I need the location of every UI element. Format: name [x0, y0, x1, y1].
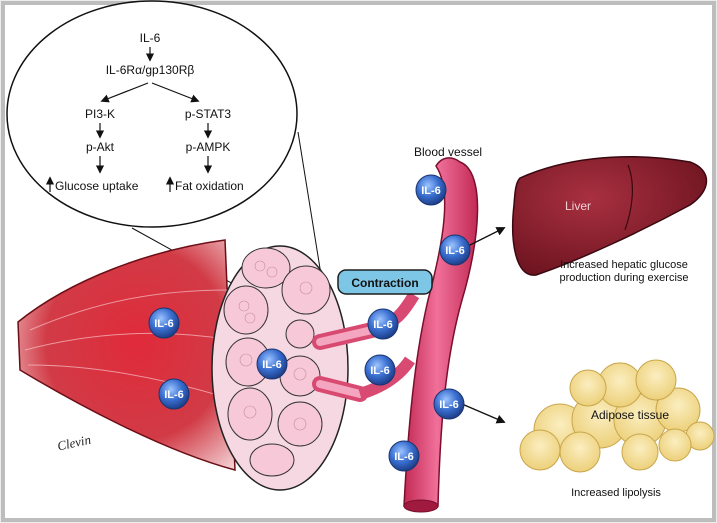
- muscle-striations: [24, 289, 235, 401]
- contraction-box: Contraction: [337, 269, 433, 295]
- vessel-end: [403, 499, 439, 513]
- il6-badge-label: IL-6: [373, 319, 393, 331]
- il6-badge-vessel-top: IL-6: [415, 174, 447, 206]
- fascicles: [223, 247, 331, 477]
- pathway-pi3k: PI3-K: [85, 107, 115, 121]
- arrow-to-liver: [467, 227, 506, 247]
- il6-badge-vessel-adipose: IL-6: [433, 388, 465, 420]
- arrow-receptor-pstat3: [151, 82, 200, 103]
- pathway-receptor: IL-6Rα/gp130Rβ: [106, 63, 195, 77]
- il6-badge-label: IL-6: [154, 318, 174, 330]
- il6-badge-label: IL-6: [394, 451, 414, 463]
- adipose-label: Adipose tissue: [591, 408, 669, 422]
- liver-label: Liver: [565, 199, 591, 213]
- il6-badge-tube-lower: IL-6: [364, 354, 396, 386]
- adipose-tissue: [519, 359, 715, 473]
- pathway-glucose-uptake: Glucose uptake: [55, 179, 139, 193]
- liver-caption-line1: Increased hepatic glucose: [560, 259, 688, 271]
- pathway-pstat3: p-STAT3: [185, 107, 232, 121]
- pathway-pampk: p-AMPK: [186, 140, 231, 154]
- il6-badge-muscle-lower: IL-6: [158, 378, 190, 410]
- il6-badge-vessel-bottom: IL-6: [388, 440, 420, 472]
- il6-badge-label: IL-6: [445, 245, 465, 257]
- liver-lobe-line: [624, 164, 633, 231]
- il6-badge-label: IL-6: [370, 365, 390, 377]
- il6-badge-label: IL-6: [262, 359, 282, 371]
- artist-signature: Clevin: [56, 432, 92, 454]
- pathway-fat-oxidation: Fat oxidation: [175, 179, 244, 193]
- il6-badge-label: IL-6: [439, 399, 459, 411]
- pathway-il6: IL-6: [140, 31, 161, 45]
- fascicle-fibers: [238, 260, 313, 431]
- il6-badge-label: IL-6: [421, 185, 441, 197]
- arrow-receptor-pi3k: [100, 82, 149, 103]
- contraction-label: Contraction: [351, 276, 418, 290]
- liver: [511, 156, 708, 276]
- il6-badge-muscle-upper: IL-6: [148, 307, 180, 339]
- pathway-pakt: p-Akt: [86, 140, 115, 154]
- blood-vessel-label: Blood vessel: [414, 145, 482, 159]
- arrow-to-adipose: [461, 403, 506, 424]
- il6-badge-label: IL-6: [164, 389, 184, 401]
- muscle-belly: [17, 239, 236, 471]
- adipose-caption: Increased lipolysis: [571, 487, 661, 499]
- il6-badge-vessel-liver: IL-6: [439, 234, 471, 266]
- il6-badge-tube-upper: IL-6: [367, 308, 399, 340]
- liver-caption-line2: production during exercise: [559, 272, 688, 284]
- magnifier-circle: [6, 0, 298, 228]
- il6-badge-cross-section: IL-6: [256, 348, 288, 380]
